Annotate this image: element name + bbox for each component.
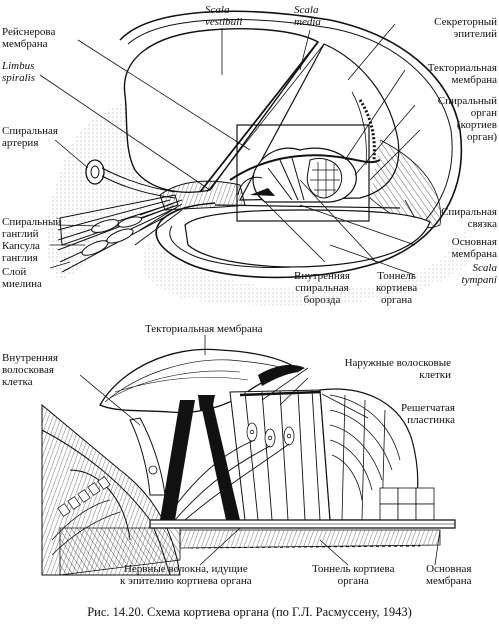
label-tectorial-membrane-bottom: Текториальная мембрана [145, 323, 263, 335]
label-outer-hair-cells: Наружные волосковые клетки [344, 357, 451, 381]
label-corti-tunnel-bottom: Тоннель кортиева органа [312, 563, 395, 587]
spiral-ganglion-graphic [57, 194, 183, 273]
label-spiral-organ: Спиральный орган (кортиев орган) [437, 95, 497, 143]
label-scala-tympani: Scala tympani [461, 262, 497, 286]
organ-of-corti-figure [41, 335, 456, 576]
organ-of-corti-small [229, 147, 381, 203]
label-inner-spiral-sulcus: Внутренняя спиральная борозда [294, 270, 350, 306]
label-basilar-membrane-top: Основная мембрана [451, 236, 497, 260]
label-scala-media: Scala media [294, 4, 321, 28]
label-secretory-epithelium: Секреторный эпителий [434, 16, 497, 40]
label-reticular-lamina: Решетчатая пластинка [400, 402, 455, 426]
label-spiral-ligament: Спиральная связка [441, 206, 497, 230]
figure-caption: Рис. 14.20. Схема кортиева органа (по Г.… [87, 605, 412, 619]
label-corti-tunnel-top: Тоннель кортиева органа [376, 270, 418, 306]
cochlear-duct-figure [39, 10, 470, 306]
label-myelin-layer: Слой миелина [2, 266, 42, 290]
label-ganglion-capsule: Капсула ганглия [2, 240, 40, 264]
label-tectorial-membrane-top: Текториальная мембрана [427, 62, 497, 86]
label-nerve-fibers: Нервные волокна, идущие к эпителию корти… [120, 563, 252, 587]
label-reissner-membrane: Рейснерова мембрана [2, 26, 56, 50]
label-basilar-membrane-bottom: Основная мембрана [426, 563, 472, 587]
spiral-artery-graphic [85, 159, 176, 199]
label-spiral-ganglion: Спиральный ганглий [2, 216, 62, 240]
label-spiral-artery: Спиральная артерия [2, 125, 58, 149]
label-inner-hair-cell: Внутренняя волосковая клетка [2, 352, 58, 388]
label-limbus-spiralis: Limbus spiralis [2, 60, 36, 84]
label-scala-vestibuli: Scala vestibuli [205, 4, 243, 28]
